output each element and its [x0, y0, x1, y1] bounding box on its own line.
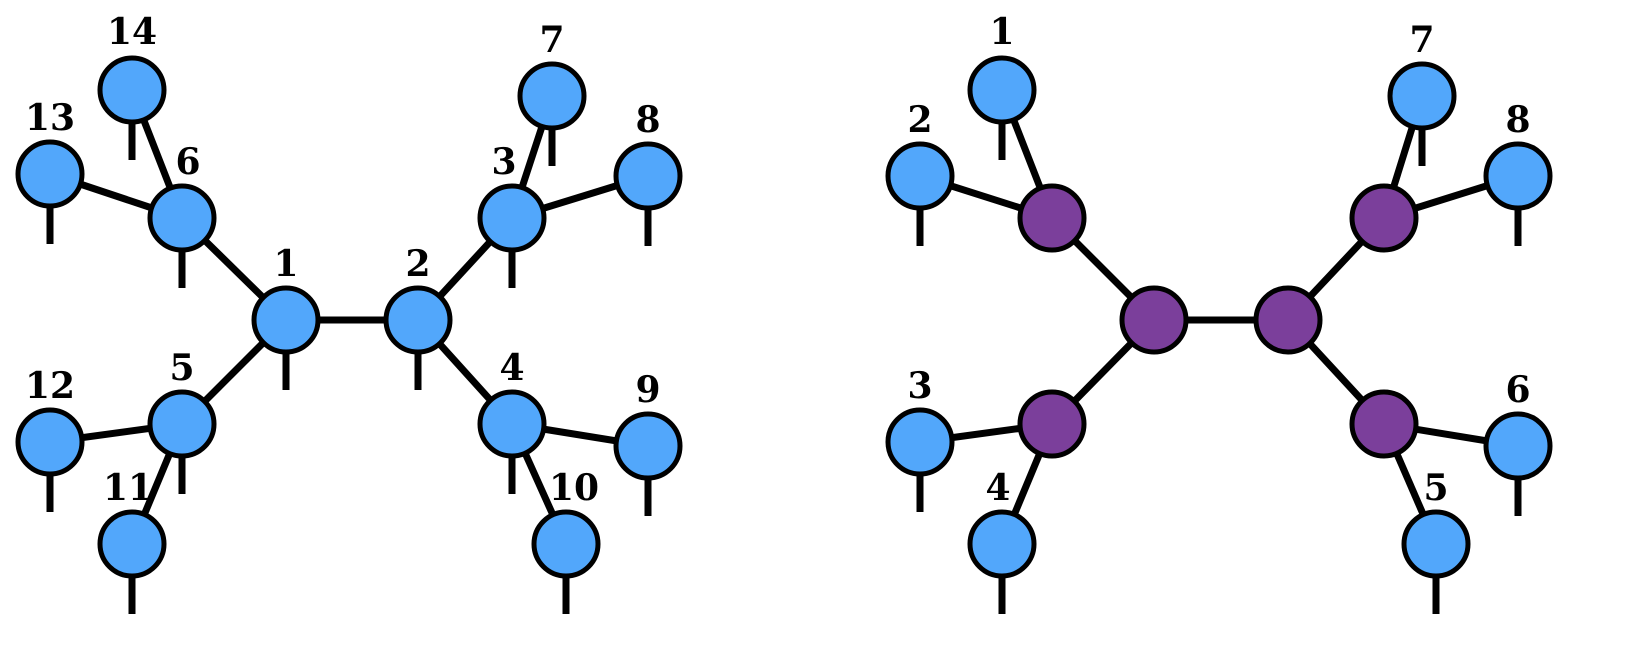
right-node-p7	[1387, 61, 1457, 131]
left-node-12	[15, 407, 85, 477]
left-node-label-3: 3	[491, 141, 516, 183]
left-node-8	[613, 141, 683, 211]
left-node-label-8: 8	[635, 99, 660, 141]
right-node-label-p3: 3	[907, 365, 932, 407]
right-node-v3	[1017, 183, 1087, 253]
left-node-label-6: 6	[175, 141, 200, 183]
left-node-13	[15, 139, 85, 209]
left-node-label-14: 14	[107, 11, 157, 53]
right-node-p5	[1401, 509, 1471, 579]
left-node-5	[147, 389, 217, 459]
left-node-14	[97, 55, 167, 125]
right-node-p4	[967, 509, 1037, 579]
right-node-p8	[1483, 141, 1553, 211]
left-node-1	[251, 285, 321, 355]
right-node-p6	[1483, 411, 1553, 481]
right-node-label-p2: 2	[907, 99, 932, 141]
left-node-label-11: 11	[103, 467, 153, 509]
left-node-label-9: 9	[635, 369, 660, 411]
right-node-v6	[1349, 389, 1419, 459]
left-node-2	[383, 285, 453, 355]
right-node-label-p5: 5	[1423, 467, 1448, 509]
right-node-label-p7: 7	[1409, 19, 1434, 61]
left-node-10	[531, 509, 601, 579]
right-nodes	[885, 55, 1553, 579]
left-node-label-1: 1	[273, 243, 298, 285]
right-node-v4	[1017, 389, 1087, 459]
left-node-label-7: 7	[539, 19, 564, 61]
right-labels: 1 2 3 4 5 6 7 8	[907, 11, 1530, 509]
left-node-label-2: 2	[405, 243, 430, 285]
left-node-label-12: 12	[25, 365, 75, 407]
right-node-p3	[885, 407, 955, 477]
right-node-v1	[1119, 285, 1189, 355]
left-node-4	[477, 389, 547, 459]
right-node-p2	[885, 141, 955, 211]
right-node-v2	[1253, 285, 1323, 355]
left-node-label-10: 10	[549, 467, 599, 509]
left-node-9	[613, 411, 683, 481]
left-node-label-4: 4	[499, 347, 524, 389]
left-node-label-5: 5	[169, 347, 194, 389]
right-node-p1	[967, 55, 1037, 125]
right-node-label-p4: 4	[985, 467, 1010, 509]
left-node-11	[97, 509, 167, 579]
right-node-label-p6: 6	[1505, 369, 1530, 411]
left-node-7	[517, 61, 587, 131]
right-node-label-p8: 8	[1505, 99, 1530, 141]
right-tree-network: 1 2 3 4 5 6 7 8	[885, 11, 1553, 614]
right-physical-legs	[916, 120, 1522, 614]
left-nodes	[15, 55, 683, 579]
left-node-label-13: 13	[25, 97, 75, 139]
right-node-label-p1: 1	[989, 11, 1014, 53]
right-node-v5	[1349, 183, 1419, 253]
left-node-6	[147, 183, 217, 253]
left-physical-legs	[46, 120, 652, 614]
left-node-3	[477, 183, 547, 253]
